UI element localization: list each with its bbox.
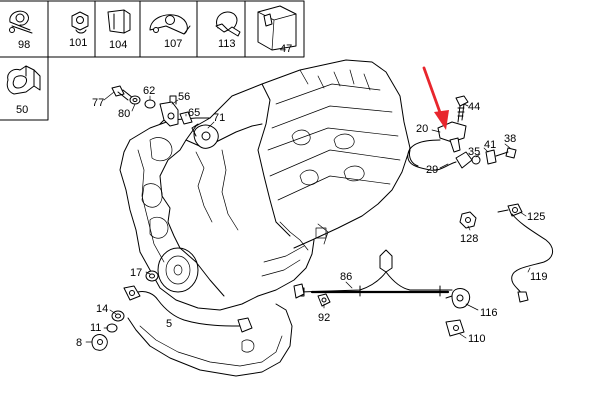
callout-44: 44 (468, 101, 480, 113)
callout-71: 71 (213, 112, 225, 124)
callout-86: 86 (340, 271, 352, 283)
callout-80: 80 (118, 108, 130, 120)
legend-label-47: 47 (280, 43, 292, 55)
harness-86-assembly (293, 249, 471, 337)
p-clip-98-icon (9, 10, 33, 34)
callout-116: 116 (480, 307, 498, 319)
legend-grid: 98 101 104 107 113 47 50 (0, 0, 305, 121)
callout-119: 119 (530, 271, 548, 283)
callout-35: 35 (468, 146, 480, 158)
callout-17: 17 (130, 267, 142, 279)
leader-lines (85, 91, 531, 343)
callout-29: 29 (426, 164, 438, 176)
callout-38: 38 (504, 133, 516, 145)
callout-5: 5 (166, 318, 172, 330)
callout-65: 65 (188, 107, 200, 119)
legend-label-98: 98 (18, 39, 30, 51)
callout-62: 62 (143, 85, 155, 97)
callout-56: 56 (178, 91, 190, 103)
cable-clip-107-icon (149, 14, 191, 35)
legend-label-50: 50 (16, 104, 28, 116)
callout-14: 14 (96, 303, 108, 315)
callout-125: 125 (527, 211, 545, 223)
callout-92: 92 (318, 312, 330, 324)
callout-labels: 77 80 62 56 65 71 44 20 41 38 35 29 125 … (76, 85, 548, 349)
clip-bracket-104-icon (107, 9, 131, 34)
callout-110: 110 (468, 333, 486, 345)
callout-77: 77 (92, 97, 104, 109)
engine-block (119, 59, 411, 377)
bracket-47-icon (257, 5, 297, 51)
grommet-101-icon (71, 11, 89, 34)
callout-20: 20 (416, 123, 428, 135)
hose-clamp-50-icon (6, 65, 41, 95)
legend-label-104: 104 (109, 39, 127, 51)
highlight-arrow (422, 66, 449, 130)
tie-clamp-113-icon (215, 11, 241, 37)
legend-label-107: 107 (164, 38, 182, 50)
callout-8: 8 (76, 337, 82, 349)
cable-119-assembly (459, 203, 553, 303)
legend-label-101: 101 (69, 37, 87, 49)
callout-128: 128 (460, 233, 478, 245)
parts-upper-left (111, 85, 219, 149)
cam-sensor-assembly (407, 95, 517, 171)
lower-left-assembly (91, 270, 253, 351)
legend-label-113: 113 (218, 38, 236, 50)
callout-41: 41 (484, 139, 496, 151)
callout-11: 11 (90, 322, 101, 334)
